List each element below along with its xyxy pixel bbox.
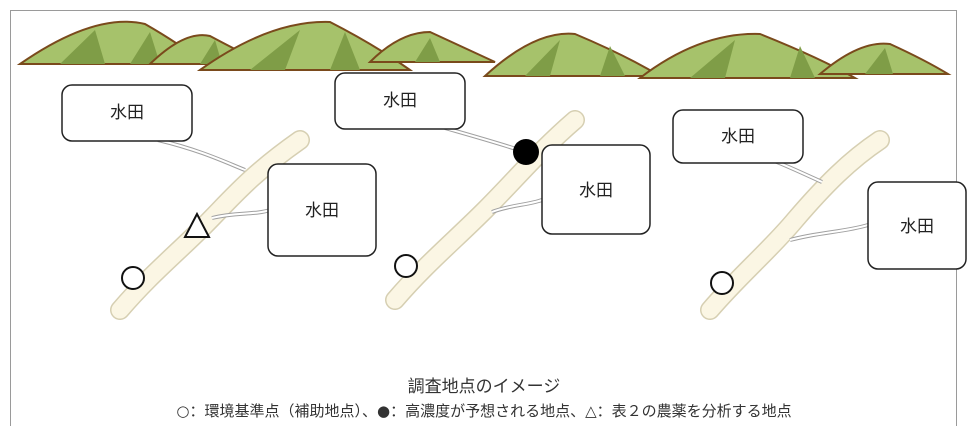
- mountain: [482, 32, 664, 77]
- mountain: [367, 30, 496, 63]
- river-left: [110, 130, 310, 320]
- tributary: [491, 198, 543, 214]
- pesticide-analysis-point-marker: [183, 211, 211, 238]
- tributary: [789, 223, 869, 242]
- environmental-standard-point-marker: [121, 266, 145, 290]
- tributary: [211, 208, 271, 220]
- paddy-field-label: 水田: [721, 127, 755, 147]
- environmental-standard-point-marker: [394, 254, 418, 278]
- paddy-field-box: 水田: [334, 72, 466, 130]
- paddy-field-box: 水田: [267, 163, 377, 257]
- tributary: [157, 138, 246, 172]
- high-concentration-point-marker: [513, 139, 539, 165]
- mountain-range: [16, 20, 952, 79]
- paddy-field-box: 水田: [867, 181, 967, 270]
- marker-legend: ○：環境基準点（補助地点）、●：高濃度が予想される地点、△：表２の農薬を分析する…: [176, 402, 792, 420]
- environmental-standard-point-marker: [710, 271, 734, 295]
- paddy-field-label: 水田: [900, 217, 934, 237]
- paddy-field-box: 水田: [672, 109, 804, 164]
- tributary: [444, 126, 526, 154]
- diagram-caption-title: 調査地点のイメージ: [407, 377, 561, 397]
- river-right: [700, 130, 890, 320]
- paddy-field-box: 水田: [61, 84, 193, 142]
- paddy-field-label: 水田: [305, 201, 339, 221]
- paddy-field-label: 水田: [110, 103, 144, 123]
- paddy-field-label: 水田: [383, 91, 417, 111]
- paddy-field-label: 水田: [579, 181, 613, 201]
- mountain: [817, 42, 952, 75]
- paddy-field-box: 水田: [541, 144, 651, 235]
